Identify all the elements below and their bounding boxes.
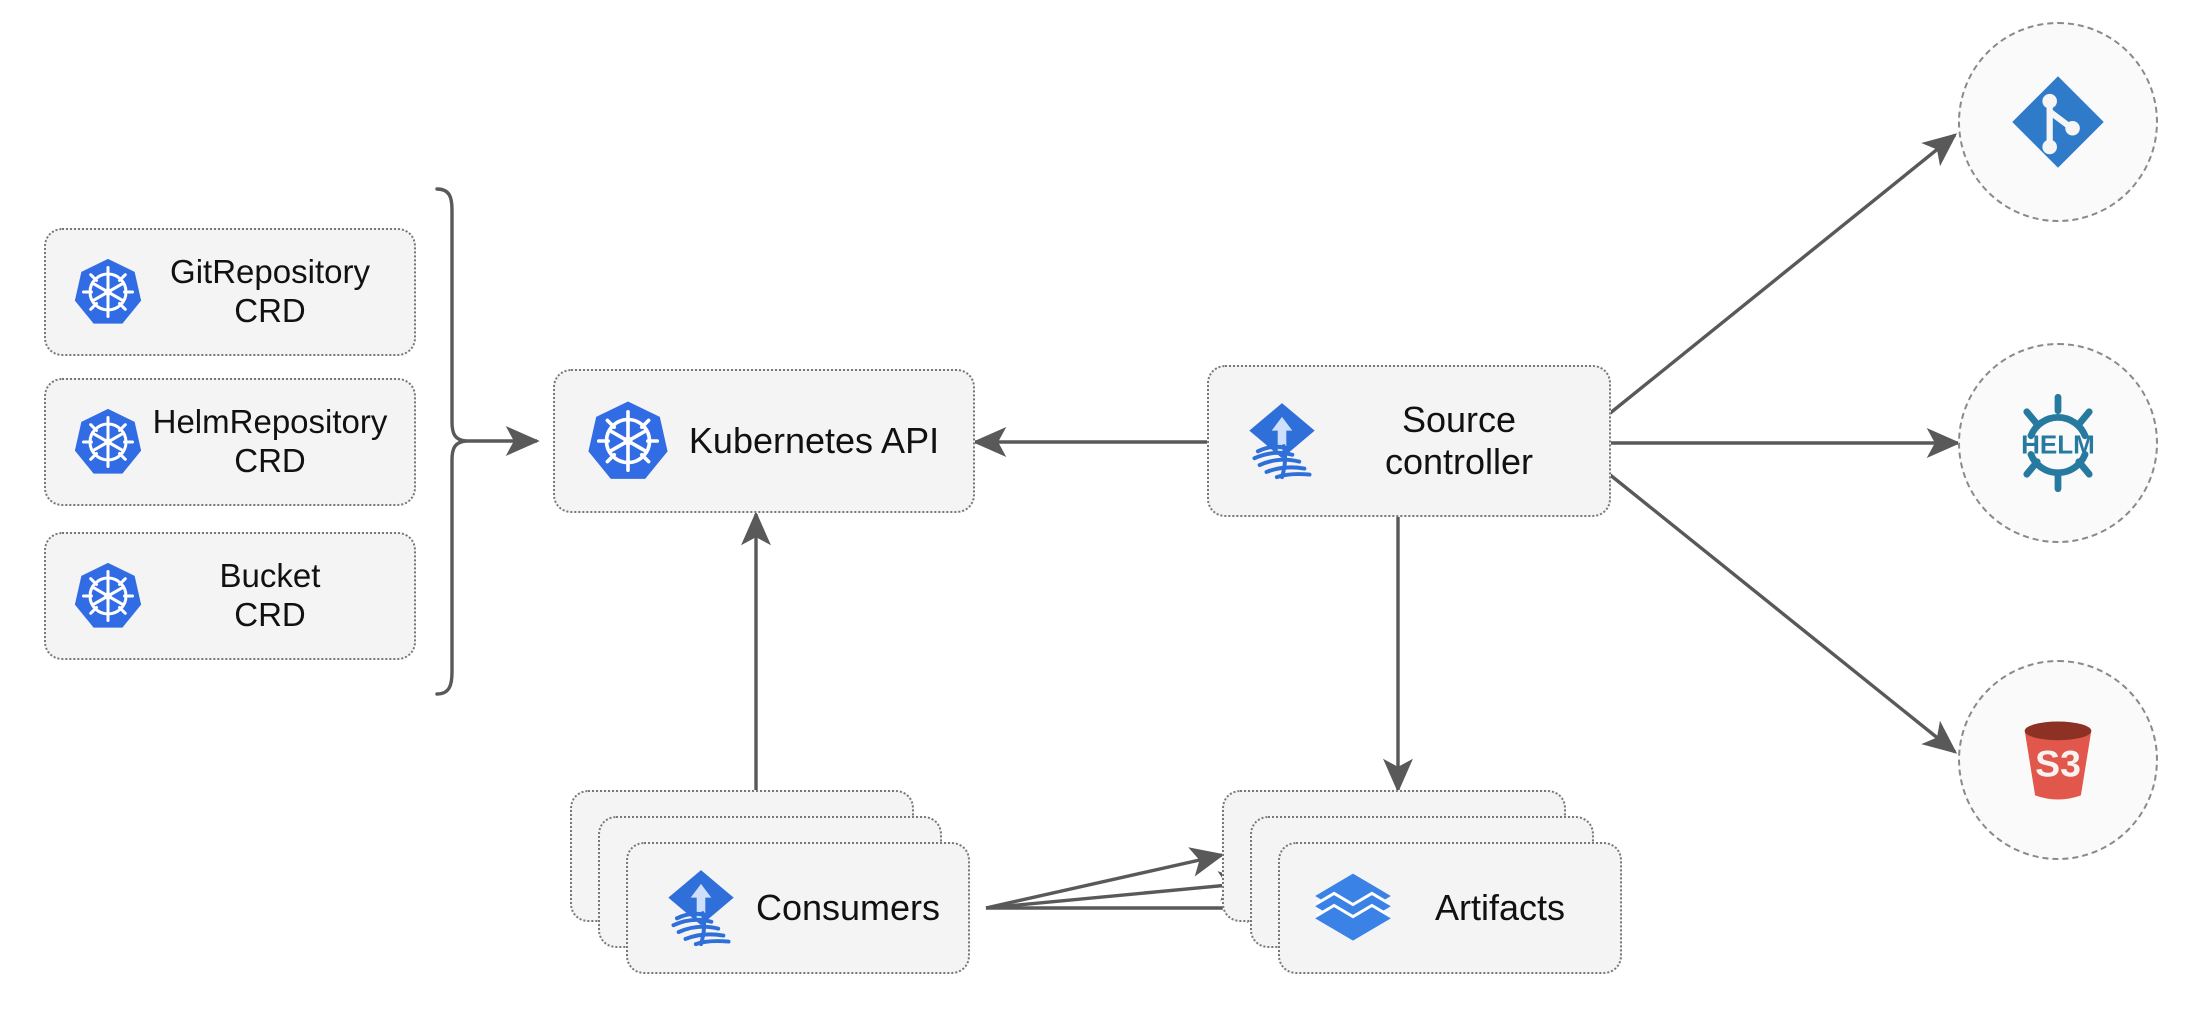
crd-label: GitRepository CRD — [170, 253, 370, 329]
wire-consumers-to-artifacts-2 — [985, 871, 1253, 910]
flux-icon — [658, 865, 744, 951]
artifacts-stack-sheet-front[interactable]: Artifacts — [1278, 842, 1622, 974]
node-label: Source controller — [1384, 398, 1534, 482]
crd-card-gitrepository[interactable]: GitRepository CRD — [44, 228, 416, 356]
git-icon — [2006, 70, 2110, 174]
crd-label: HelmRepository CRD — [152, 403, 388, 479]
crd-group-brace — [435, 187, 468, 696]
flux-icon — [1239, 398, 1325, 484]
provider-s3[interactable]: S3 — [1958, 660, 2158, 860]
node-source-controller[interactable]: Source controller — [1207, 365, 1611, 517]
node-artifacts[interactable]: Artifacts — [1222, 790, 1622, 990]
wire-source-to-s3 — [1607, 472, 1958, 754]
node-label: Artifacts — [1434, 887, 1566, 928]
node-consumers[interactable]: Consumers — [570, 790, 970, 990]
kubernetes-icon — [585, 398, 671, 484]
consumers-stack-sheet-front[interactable]: Consumers — [626, 842, 970, 974]
helm-icon: HELM — [2006, 391, 2110, 495]
s3-wordmark: S3 — [2035, 743, 2081, 785]
crd-card-helmrepository[interactable]: HelmRepository CRD — [44, 378, 416, 506]
crd-card-bucket[interactable]: Bucket CRD — [44, 532, 416, 660]
layers-icon — [1310, 865, 1396, 951]
kubernetes-icon — [72, 256, 144, 328]
node-label: Kubernetes API — [688, 419, 940, 461]
provider-helm[interactable]: HELM — [1958, 343, 2158, 543]
node-kubernetes-api[interactable]: Kubernetes API — [553, 369, 975, 513]
provider-git[interactable] — [1958, 22, 2158, 222]
crd-label: Bucket CRD — [219, 557, 321, 633]
wire-source-to-git — [1607, 133, 1958, 416]
kubernetes-icon — [72, 560, 144, 632]
helm-wordmark: HELM — [2021, 429, 2095, 459]
wire-consumers-to-artifacts-1 — [985, 847, 1225, 910]
kubernetes-icon — [72, 406, 144, 478]
node-label: Consumers — [755, 887, 941, 928]
s3-icon: S3 — [2006, 708, 2110, 812]
